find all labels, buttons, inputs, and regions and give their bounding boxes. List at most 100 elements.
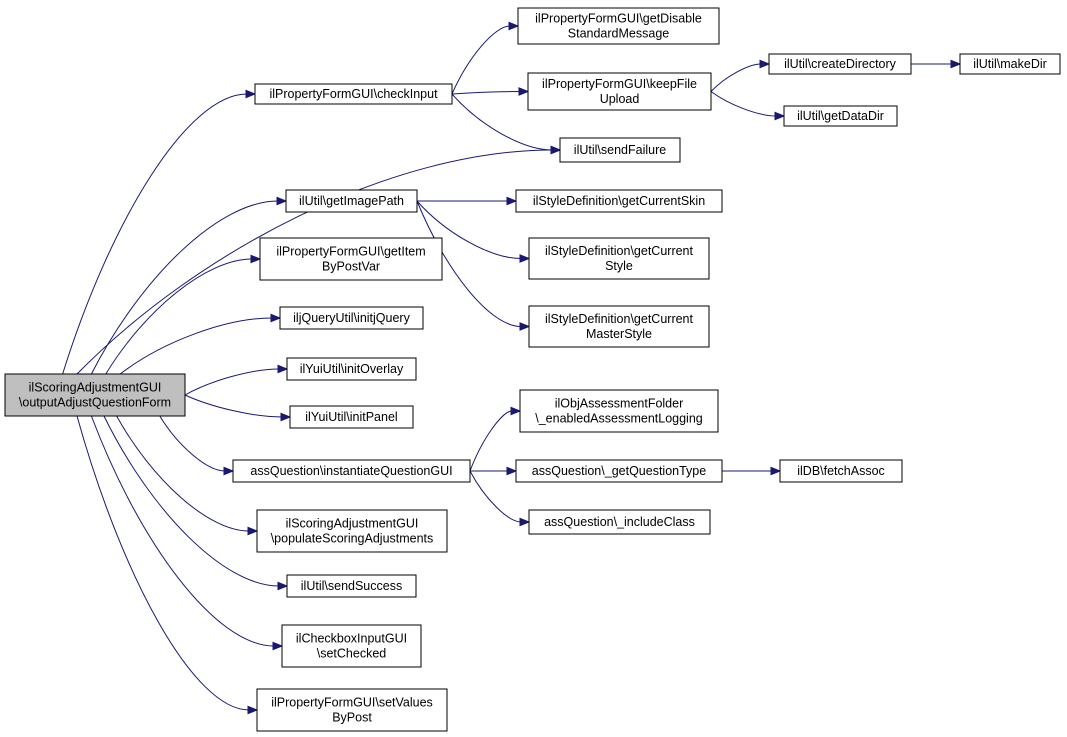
node-label-line: ilYuiUtil\initPanel <box>305 410 397 424</box>
node-label-line: ilStyleDefinition\getCurrent <box>545 244 694 258</box>
edge-checkInput-to-keepFile <box>451 87 530 96</box>
edge-line <box>119 317 273 375</box>
node-populateScoringAdjustments[interactable]: ilScoringAdjustmentGUI\populateScoringAd… <box>256 509 448 553</box>
node-box <box>289 405 414 429</box>
node-label-line: ilScoringAdjustmentGUI <box>286 517 419 531</box>
node-getDisable[interactable]: ilPropertyFormGUI\getDisableStandardMess… <box>517 7 720 45</box>
edge-line <box>105 258 253 375</box>
node-getImagePath[interactable]: ilUtil\getImagePath <box>285 189 418 213</box>
node-initPanel[interactable]: ilYuiUtil\initPanel <box>289 405 414 429</box>
node-label-line: assQuestion\instantiateQuestionGUI <box>250 464 452 478</box>
node-includeClass[interactable]: assQuestion\_includeClass <box>528 509 711 535</box>
edge-root-to-initPanel <box>184 394 292 422</box>
node-checkInput[interactable]: ilPropertyFormGUI\checkInput <box>254 83 453 105</box>
edge-root-to-initjQuery <box>119 313 282 375</box>
node-label-line: ilObjAssessmentFolder <box>555 397 684 411</box>
arrowhead <box>247 526 259 536</box>
node-box <box>528 237 710 280</box>
node-label-line: ilScoringAdjustmentGUI <box>29 381 162 395</box>
arrowhead <box>510 406 522 416</box>
arrowhead <box>276 196 288 206</box>
arrowhead <box>247 705 259 715</box>
node-createDirectory[interactable]: ilUtil\createDirectory <box>768 53 912 75</box>
edge-line <box>159 415 226 472</box>
node-label-line: MasterStyle <box>586 327 652 341</box>
arrowhead <box>277 364 289 374</box>
edge-root-to-getItemByPostVar <box>105 254 262 375</box>
arrowhead <box>508 21 520 31</box>
edge-getImagePath-to-getCurrentStyle <box>416 200 531 263</box>
node-initOverlay[interactable]: ilYuiUtil\initOverlay <box>286 357 417 381</box>
arrowhead <box>759 59 771 69</box>
node-box <box>519 389 719 433</box>
node-initjQuery[interactable]: iljQueryUtil\initjQuery <box>279 306 424 330</box>
edge-line <box>90 415 275 647</box>
node-box <box>232 459 471 483</box>
node-enabledAssessmentLogging[interactable]: ilObjAssessmentFolder\_enabledAssessment… <box>519 389 719 433</box>
node-label-line: \setChecked <box>317 647 387 661</box>
edge-line <box>451 91 521 95</box>
arrowhead <box>550 145 562 155</box>
node-box <box>515 189 723 213</box>
node-getDataDir[interactable]: ilUtil\getDataDir <box>783 105 898 127</box>
node-label-line: ByPost <box>332 711 372 725</box>
arrowhead <box>223 466 235 476</box>
edge-instantiateQuestionGUI-to-enabledAssessmentLogging <box>469 406 522 472</box>
node-label-line: iljQueryUtil\initjQuery <box>293 311 410 325</box>
arrowhead <box>250 254 262 264</box>
node-instantiateQuestionGUI[interactable]: assQuestion\instantiateQuestionGUI <box>232 459 471 483</box>
node-label-line: \_enabledAssessmentLogging <box>535 412 703 426</box>
edge-getImagePath-to-getCurrentSkin <box>417 196 518 206</box>
node-label-line: \populateScoringAdjustments <box>271 532 434 546</box>
node-fetchAssoc[interactable]: ilDB\fetchAssoc <box>779 459 903 483</box>
node-label-line: ilUtil\createDirectory <box>784 57 897 71</box>
node-box <box>259 237 443 281</box>
node-label-line: StandardMessage <box>568 27 670 41</box>
edge-line <box>103 415 280 587</box>
edge-line <box>62 93 248 375</box>
node-root[interactable]: ilScoringAdjustmentGUI\outputAdjustQuest… <box>4 373 186 417</box>
arrowhead <box>245 89 257 99</box>
node-box <box>527 72 712 111</box>
node-label-line: ilPropertyFormGUI\keepFile <box>542 77 697 91</box>
edge-keepFile-to-createDirectory <box>710 59 771 92</box>
edge-line <box>76 149 553 375</box>
node-label-line: ByPostVar <box>322 260 380 274</box>
node-label-line: assQuestion\_includeClass <box>544 515 695 529</box>
arrowhead <box>519 322 531 331</box>
edge-root-to-populateScoringAdjustments <box>116 415 259 536</box>
node-label-line: ilYuiUtil\initOverlay <box>300 362 404 376</box>
edge-line <box>116 415 250 532</box>
node-sendFailure[interactable]: ilUtil\sendFailure <box>559 137 681 163</box>
node-box <box>517 7 720 45</box>
node-box <box>285 189 418 213</box>
node-label-line: ilStyleDefinition\getCurrentSkin <box>533 194 705 208</box>
node-makeDir[interactable]: ilUtil\makeDir <box>959 53 1061 75</box>
node-label-line: ilPropertyFormGUI\getDisable <box>535 12 702 26</box>
node-label-line: ilUtil\sendSuccess <box>301 579 402 593</box>
arrowhead <box>770 466 782 476</box>
edge-line <box>710 63 762 92</box>
node-label-line: ilPropertyFormGUI\getItem <box>276 245 425 259</box>
node-box <box>559 137 681 163</box>
edge-line <box>710 91 777 117</box>
arrowhead <box>518 87 530 96</box>
node-getCurrentSkin[interactable]: ilStyleDefinition\getCurrentSkin <box>515 189 723 213</box>
node-label-line: ilPropertyFormGUI\setValues <box>271 696 433 710</box>
arrowhead <box>519 517 531 527</box>
node-sendSuccess[interactable]: ilUtil\sendSuccess <box>286 574 417 598</box>
edge-line <box>416 200 522 259</box>
node-box <box>256 688 448 732</box>
node-box <box>528 509 711 535</box>
edge-line <box>184 394 283 418</box>
node-setChecked[interactable]: ilCheckboxInputGUI\setChecked <box>281 624 422 668</box>
edge-root-to-getImagePath <box>90 196 288 375</box>
node-label-line: ilUtil\sendFailure <box>574 143 666 157</box>
node-getQuestionType[interactable]: assQuestion\_getQuestionType <box>515 459 723 483</box>
